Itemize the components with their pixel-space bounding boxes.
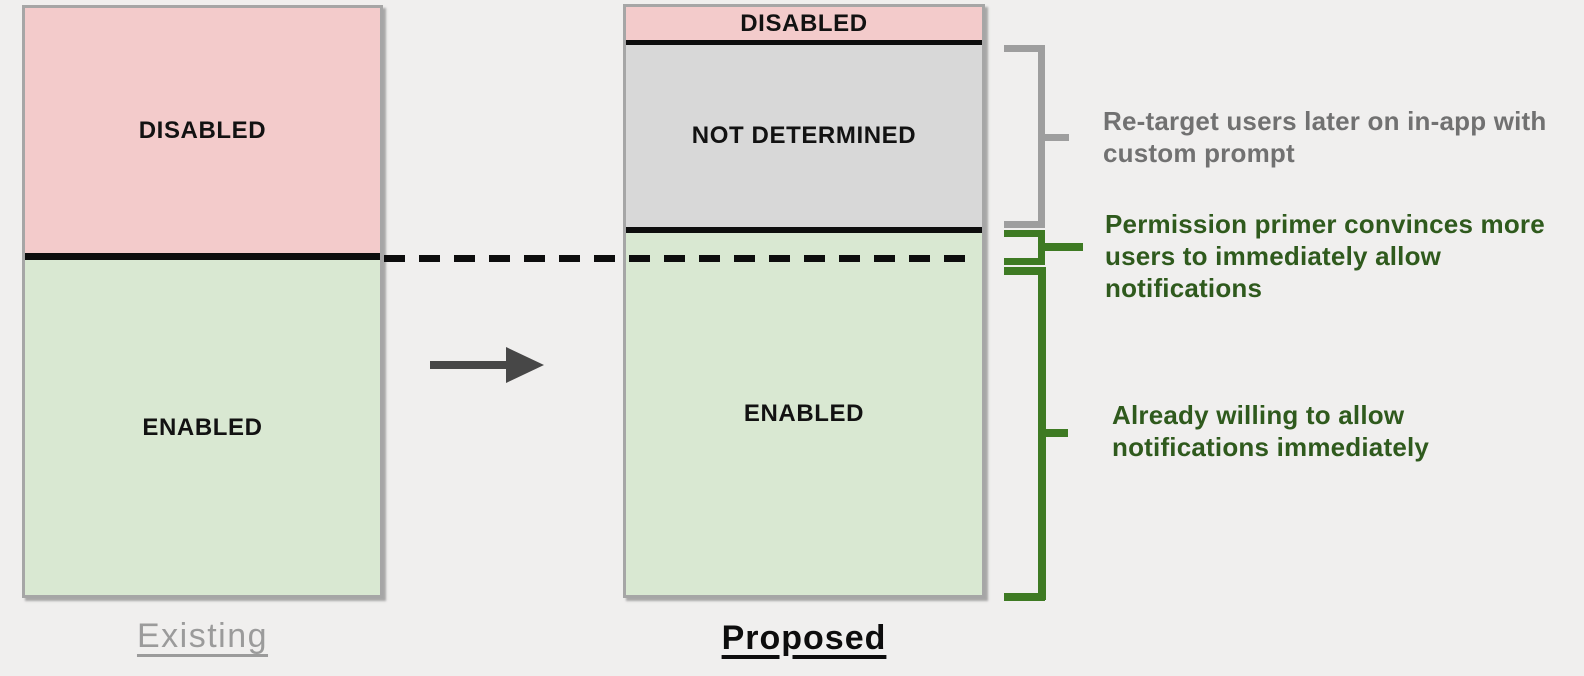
proposed-caption: Proposed bbox=[623, 619, 985, 658]
existing-enabled-label: ENABLED bbox=[142, 413, 263, 441]
threshold-dashed-line bbox=[384, 255, 976, 262]
primer-bracket-bottom-arm bbox=[1004, 258, 1045, 265]
primer-note: Permission primer convinces more users t… bbox=[1105, 209, 1545, 303]
primer-bracket bbox=[1038, 230, 1045, 265]
transition-arrow-head-icon bbox=[506, 347, 544, 383]
proposed-chart: DISABLED NOT DETERMINED ENABLED bbox=[623, 4, 985, 598]
proposed-enabled-label: ENABLED bbox=[743, 400, 865, 427]
existing-disabled-label: DISABLED bbox=[138, 116, 267, 144]
retarget-note: Re-target users later on in-app with cus… bbox=[1103, 106, 1547, 168]
already-willing-bracket bbox=[1038, 267, 1046, 600]
already-willing-bracket-tick bbox=[1046, 429, 1068, 437]
existing-caption-text: Existing bbox=[136, 617, 269, 655]
primer-bracket-top-arm bbox=[1004, 230, 1045, 237]
existing-caption: Existing bbox=[22, 617, 383, 656]
primer-bracket-tick bbox=[1045, 243, 1083, 251]
existing-enabled-segment: ENABLED bbox=[25, 260, 380, 595]
retarget-bracket bbox=[1038, 45, 1045, 228]
transition-arrow bbox=[430, 361, 510, 369]
proposed-not-determined-label: NOT DETERMINED bbox=[691, 122, 917, 149]
proposed-caption-text: Proposed bbox=[721, 619, 887, 657]
already-willing-bracket-top-arm bbox=[1004, 267, 1045, 275]
existing-chart: DISABLED ENABLED bbox=[22, 5, 383, 598]
proposed-disabled-label: DISABLED bbox=[740, 9, 868, 37]
already-willing-bracket-bottom-arm bbox=[1004, 593, 1045, 601]
existing-disabled-segment: DISABLED bbox=[25, 8, 380, 260]
proposed-enabled-segment: ENABLED bbox=[626, 233, 982, 595]
proposed-not-determined-segment: NOT DETERMINED bbox=[626, 45, 982, 233]
retarget-bracket-top-arm bbox=[1004, 45, 1045, 52]
retarget-bracket-bottom-arm bbox=[1004, 221, 1045, 228]
proposed-disabled-segment: DISABLED bbox=[626, 7, 982, 45]
retarget-bracket-tick bbox=[1045, 134, 1069, 141]
already-willing-note: Already willing to allow notifications i… bbox=[1112, 400, 1430, 462]
